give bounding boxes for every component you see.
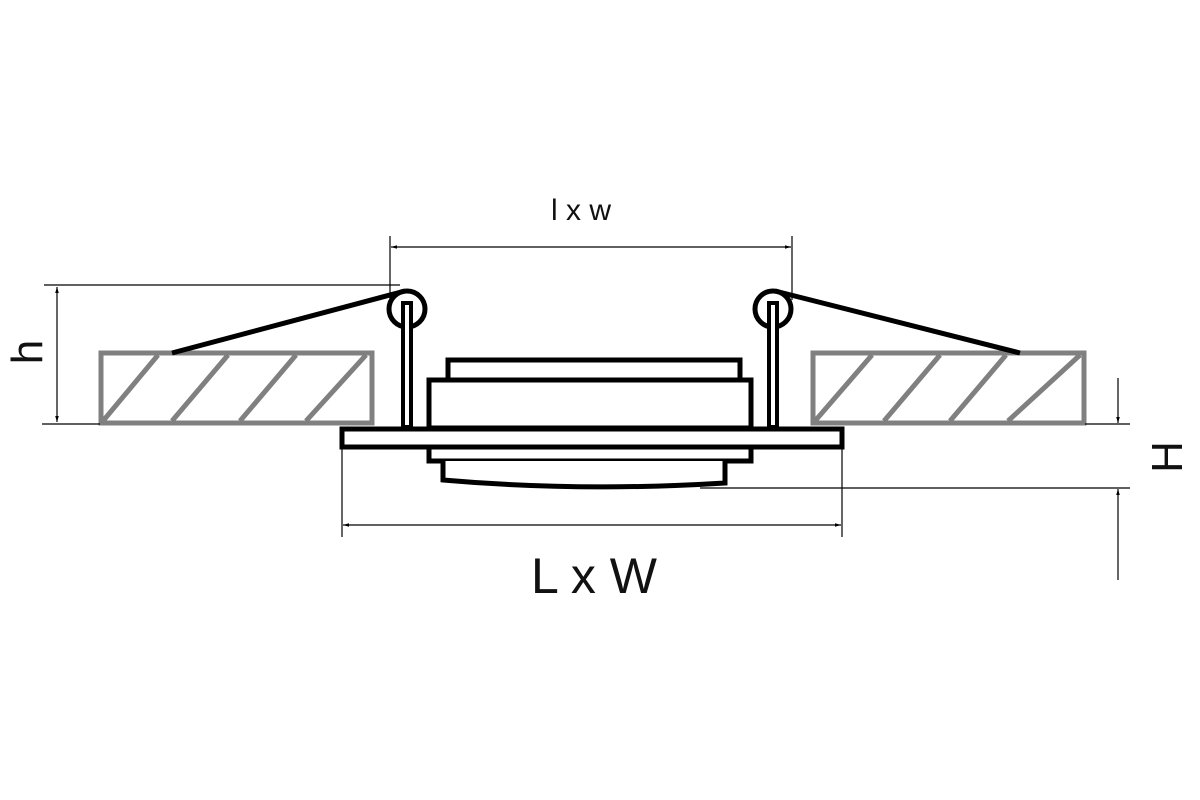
ceiling-slab-right	[810, 350, 1087, 426]
visible-height-label: H	[1143, 441, 1192, 473]
visible-height-dimension	[700, 378, 1130, 580]
mounting-height-dimension	[42, 284, 400, 425]
spring-clip-right	[752, 288, 1021, 429]
opening-dimension	[389, 236, 793, 300]
overall-dimension	[341, 447, 843, 537]
mounting-height-label: h	[3, 340, 52, 364]
opening-dimension-label: l x w	[551, 194, 611, 227]
spring-clip-left	[171, 288, 428, 429]
ceiling-slab-left	[98, 350, 375, 426]
overall-dimension-label: L x W	[531, 548, 658, 604]
fixture-body	[339, 357, 845, 490]
